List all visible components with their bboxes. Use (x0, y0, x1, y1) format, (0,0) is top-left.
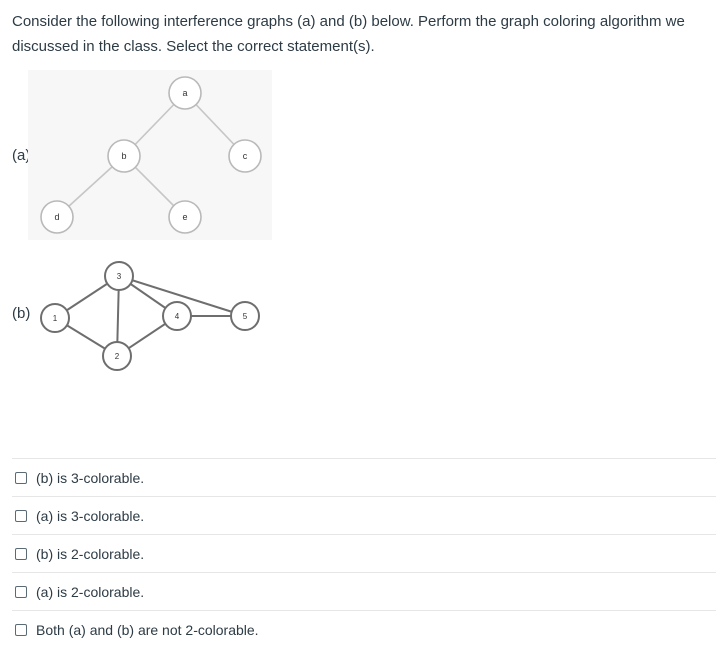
answer-checkbox[interactable] (15, 547, 27, 560)
svg-text:c: c (243, 151, 248, 161)
graph-a-node-a: a (168, 76, 202, 110)
answer-checkbox[interactable] (15, 623, 27, 636)
graph-a-node-c: c (228, 139, 262, 173)
answer-label: (a) is 3-colorable. (36, 507, 145, 524)
graph-a: a b c d e (40, 76, 262, 234)
svg-text:1: 1 (53, 314, 58, 323)
graph-b-label: (b) (12, 305, 31, 322)
question-text: Consider the following interference grap… (12, 13, 685, 55)
graph-b-node-4: 4 (162, 301, 192, 331)
graph-b-node-1: 1 (40, 303, 70, 333)
svg-text:4: 4 (175, 312, 180, 321)
svg-text:3: 3 (117, 272, 122, 281)
answer-option[interactable]: Both (a) and (b) are not 2-colorable. (12, 610, 716, 648)
graph-b-node-5: 5 (230, 301, 260, 331)
graph-a-node-b: b (107, 139, 141, 173)
answer-checkbox[interactable] (15, 585, 27, 598)
svg-text:e: e (182, 212, 187, 222)
graph-b: 1 2 3 4 5 (40, 261, 260, 371)
graph-b-node-3: 3 (104, 261, 134, 291)
svg-text:d: d (54, 212, 59, 222)
edge-3-5 (118, 275, 246, 317)
graph-b-node-2: 2 (102, 341, 132, 371)
answer-label: (a) is 2-colorable. (36, 583, 145, 600)
svg-text:2: 2 (115, 352, 120, 361)
answer-option[interactable]: (a) is 2-colorable. (12, 572, 716, 610)
answer-checkbox[interactable] (15, 509, 27, 522)
answer-label: (b) is 2-colorable. (36, 545, 145, 562)
svg-text:5: 5 (243, 312, 248, 321)
answer-label: (b) is 3-colorable. (36, 469, 145, 486)
graph-a-label: (a) (12, 147, 31, 164)
graph-a-node-e: e (168, 200, 202, 234)
answer-option[interactable]: (a) is 3-colorable. (12, 496, 716, 534)
answer-option[interactable]: (b) is 2-colorable. (12, 534, 716, 572)
graph-a-node-d: d (40, 200, 74, 234)
answer-option[interactable]: (b) is 3-colorable. (12, 458, 716, 496)
answer-checkbox[interactable] (15, 471, 27, 484)
svg-text:a: a (182, 88, 187, 98)
answer-label: Both (a) and (b) are not 2-colorable. (36, 621, 259, 638)
answer-list: (b) is 3-colorable. (a) is 3-colorable. … (12, 458, 716, 648)
svg-text:b: b (121, 151, 126, 161)
